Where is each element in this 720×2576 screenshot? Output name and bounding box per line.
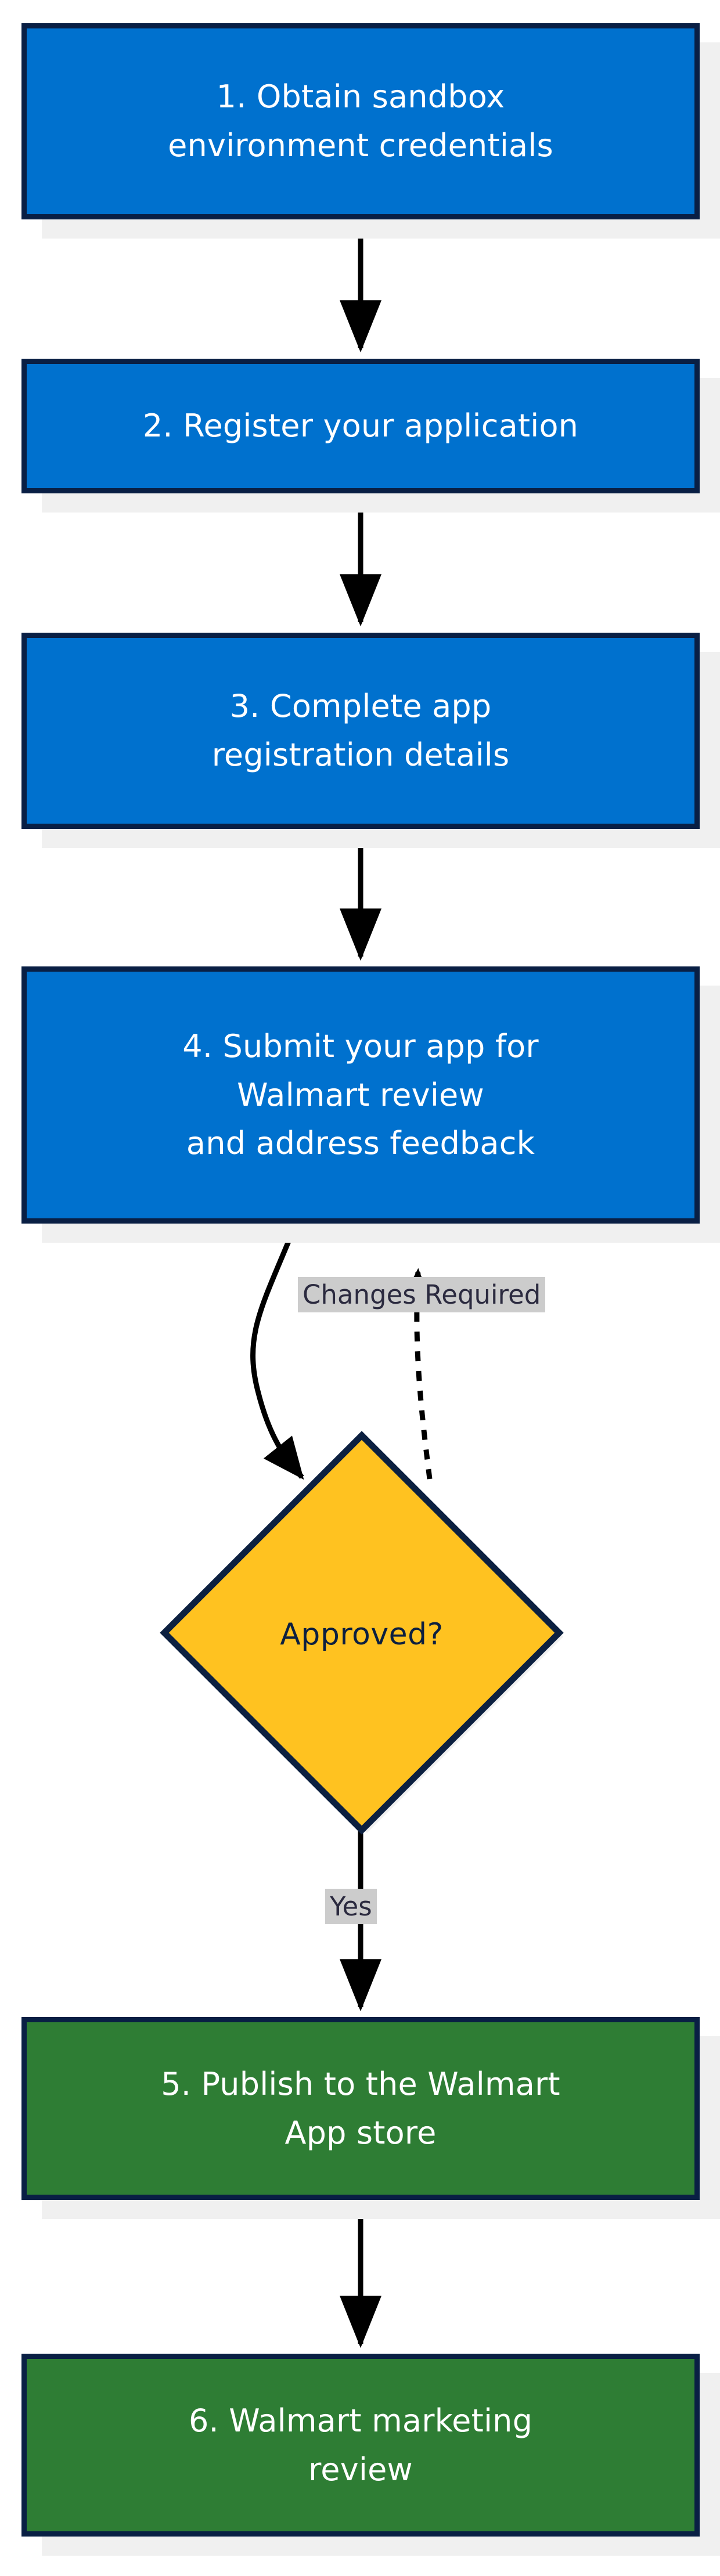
node-decision-label-wrap: Approved? bbox=[150, 1617, 574, 1652]
edge-step4-decision bbox=[250, 1225, 304, 1480]
node-step5-publish-to-app-store[interactable]: 5. Publish to the Walmart App store bbox=[21, 2017, 700, 2200]
node-step3-complete-registration-details[interactable]: 3. Complete app registration details bbox=[21, 633, 700, 829]
node-step6-marketing-review[interactable]: 6. Walmart marketing review bbox=[21, 2354, 700, 2537]
node-decision-approved[interactable]: Approved? bbox=[150, 1421, 574, 1845]
node-step3-label: 3. Complete app registration details bbox=[211, 688, 510, 773]
node-step5-label: 5. Publish to the Walmart App store bbox=[161, 2065, 560, 2151]
diamond-shape bbox=[160, 1431, 564, 1835]
node-step2-register-application[interactable]: 2. Register your application bbox=[21, 359, 700, 493]
edge-label-yes-text: Yes bbox=[330, 1891, 372, 1922]
node-step4-label: 4. Submit your app for Walmart review an… bbox=[182, 1027, 539, 1162]
edge-decision-step4-changes bbox=[397, 1268, 434, 1480]
node-step2-label: 2. Register your application bbox=[142, 407, 579, 445]
edge-label-changes-required: Changes Required bbox=[298, 1277, 546, 1313]
edge-label-changes-required-text: Changes Required bbox=[303, 1279, 541, 1310]
node-step1-obtain-sandbox-credentials[interactable]: 1. Obtain sandbox environment credential… bbox=[21, 23, 700, 219]
node-decision-label: Approved? bbox=[280, 1617, 444, 1652]
node-step6-label: 6. Walmart marketing review bbox=[188, 2402, 533, 2488]
node-step1-label: 1. Obtain sandbox environment credential… bbox=[168, 78, 553, 164]
edge-label-yes: Yes bbox=[325, 1889, 377, 1925]
node-step4-submit-for-review[interactable]: 4. Submit your app for Walmart review an… bbox=[21, 966, 700, 1224]
